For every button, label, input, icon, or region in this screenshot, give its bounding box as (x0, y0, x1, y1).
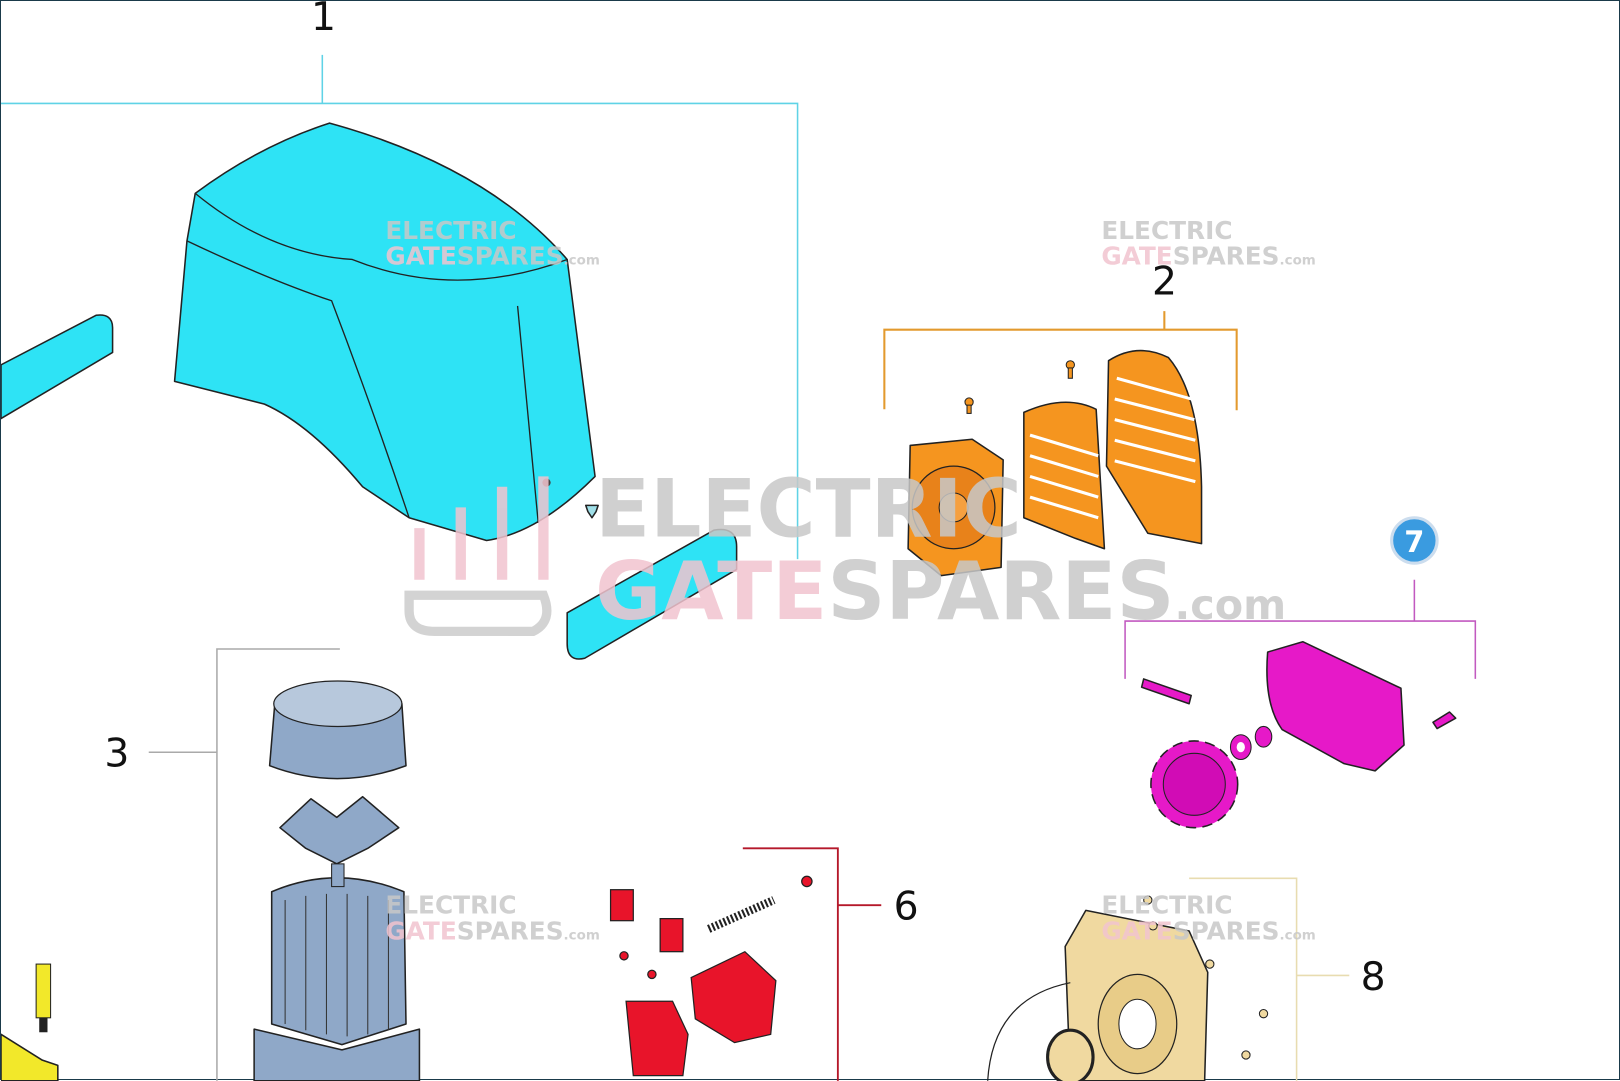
callout-6[interactable]: 6 (894, 885, 919, 930)
limit-switch-parts[interactable] (609, 875, 813, 1077)
flange-screws-icon (1143, 895, 1269, 1060)
callout-7: 7 (1404, 525, 1424, 559)
motor-body-part[interactable] (253, 863, 421, 1081)
svg-text:GATESPARES.com: GATESPARES.com (385, 916, 599, 945)
callout-3[interactable]: 3 (104, 732, 129, 777)
pinion-gear-part[interactable] (1150, 740, 1239, 829)
flange-part[interactable] (987, 909, 1209, 1081)
fan-cover-part[interactable] (1105, 349, 1203, 545)
watermark-large: ELECTRIC GATESPARES.com (404, 462, 1286, 639)
svg-text:GATESPARES.com: GATESPARES.com (1101, 916, 1315, 945)
watermark-small-3: ELECTRIC GATESPARES.com (385, 890, 599, 945)
motor-fan-part[interactable] (279, 795, 400, 865)
callout-3-bracket (148, 648, 340, 1081)
cover-part[interactable] (173, 122, 596, 542)
callout-1-bracket (1, 54, 799, 560)
svg-text:ELECTRIC: ELECTRIC (385, 216, 516, 245)
svg-text:ELECTRIC: ELECTRIC (595, 462, 1022, 556)
watermark-small-1: ELECTRIC GATESPARES.com (385, 216, 599, 271)
cover-screw-icon (584, 504, 599, 519)
right-strip-part[interactable] (566, 528, 738, 660)
callout-8[interactable]: 8 (1361, 955, 1386, 1000)
callout-1[interactable]: 1 (311, 1, 336, 40)
callout-7-bracket (1124, 579, 1477, 679)
svg-text:ELECTRIC: ELECTRIC (1101, 216, 1232, 245)
fan-grille-part[interactable] (1023, 401, 1106, 550)
gear-pin-part[interactable] (1140, 678, 1192, 705)
svg-text:ELECTRIC: ELECTRIC (385, 890, 516, 919)
motor-fan-cover-part[interactable] (268, 680, 407, 780)
svg-text:GATESPARES.com: GATESPARES.com (595, 545, 1286, 639)
svg-text:ELECTRIC: ELECTRIC (1101, 890, 1232, 919)
gear-cover-part[interactable] (1266, 640, 1405, 772)
fan-screws-icon (964, 360, 1075, 414)
callout-2[interactable]: 2 (1152, 260, 1177, 305)
callout-2-bracket (883, 311, 1238, 411)
callout-6-bracket (742, 847, 882, 1081)
svg-text:GATESPARES.com: GATESPARES.com (1101, 242, 1315, 271)
svg-text:GATESPARES.com: GATESPARES.com (385, 242, 599, 271)
callout-7-badge[interactable]: 7 (1390, 516, 1439, 565)
left-strip-part[interactable] (1, 314, 114, 420)
spring-part[interactable] (707, 896, 776, 933)
fan-part[interactable] (907, 438, 1004, 577)
callout-8-bracket (1189, 877, 1350, 1081)
yellow-bolt-part[interactable] (1, 963, 59, 1081)
watermark-small-2: ELECTRIC GATESPARES.com (1101, 216, 1315, 271)
gear-screw-icon (1432, 711, 1457, 730)
watermark-small-4: ELECTRIC GATESPARES.com (1101, 890, 1315, 945)
washer-icon (1229, 725, 1273, 761)
